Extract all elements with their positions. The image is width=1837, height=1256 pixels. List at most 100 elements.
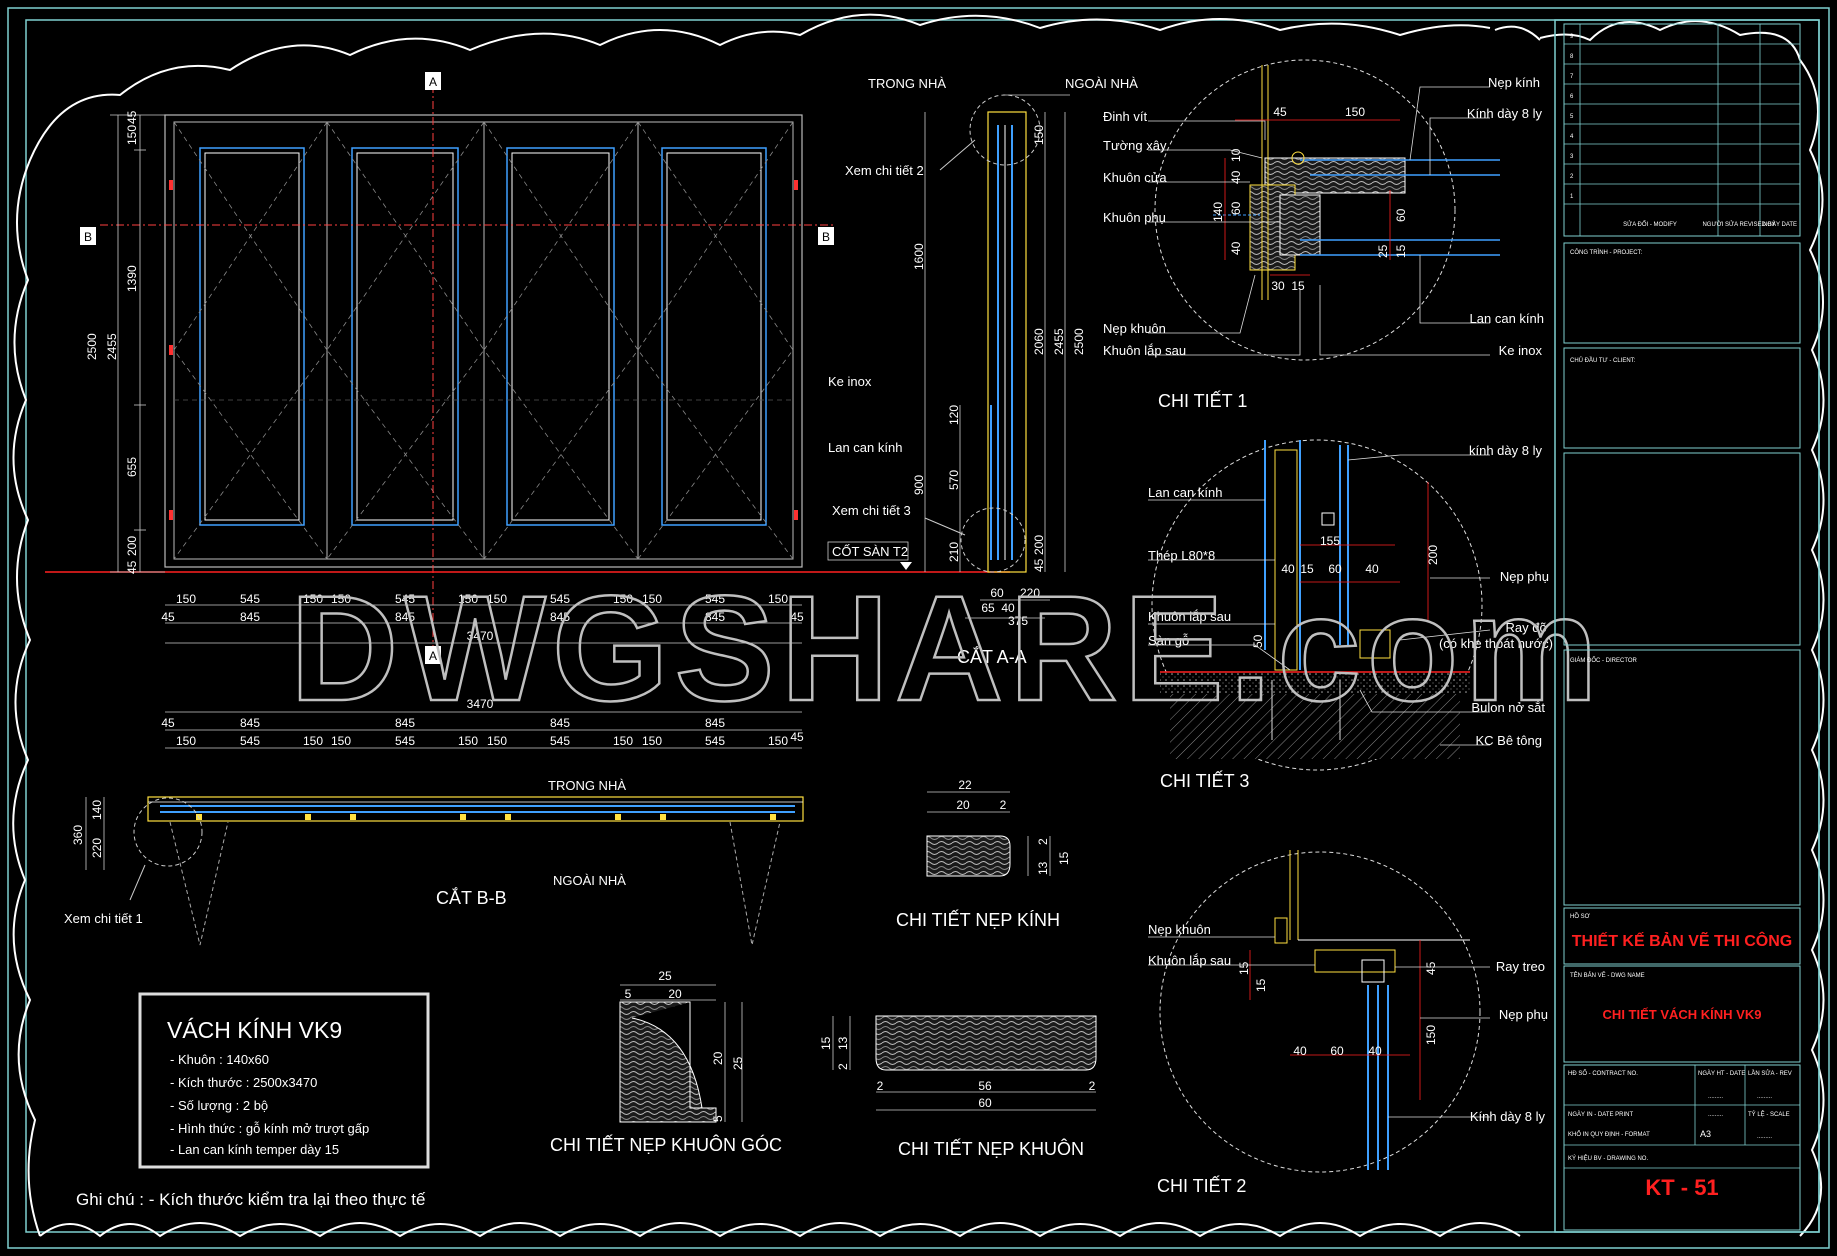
section-aa-callout-3: Xem chi tiết 3	[832, 503, 911, 518]
dim: 150	[613, 734, 633, 748]
dim: 15	[1057, 851, 1071, 865]
detail-1-label-ke-inox: Ke inox	[1499, 343, 1543, 358]
spec-box: VÁCH KÍNH VK9 - Khuôn : 140x60 - Kích th…	[138, 992, 430, 1169]
glass-pane-2	[351, 147, 459, 526]
section-b-b: 3470 45 845 845 845 845 45 150 545 150 1…	[64, 697, 804, 946]
dim: 10	[1229, 148, 1243, 162]
dim: 150	[331, 592, 351, 606]
section-bb-title: CẮT B-B	[436, 887, 507, 908]
detail-1-label-nep-kinh: Nẹp kính	[1488, 75, 1540, 90]
dim: 45	[161, 610, 175, 624]
format-label: KHỔ IN QUY ĐỊNH - FORMAT	[1568, 1131, 1650, 1138]
detail-3-label-bulon: Bulon nở sắt	[1471, 700, 1545, 715]
dim: 845	[550, 716, 570, 730]
dim: 25	[731, 1056, 745, 1070]
detail-3-label-lan-can: Lan can kính	[1148, 485, 1222, 500]
section-aa-dim-900: 900	[912, 475, 926, 495]
detail-3: 155 200 40 15 60 40 50 Lan can kính Thép…	[1148, 439, 1553, 791]
section-aa-ke-inox: Ke inox	[828, 374, 872, 389]
dim-200: 200	[125, 536, 139, 556]
dim-150-top: 150	[125, 125, 139, 145]
project-label: CÔNG TRÌNH - PROJECT:	[1570, 249, 1643, 256]
stage-value: THIẾT KẾ BẢN VẼ THI CÔNG	[1572, 930, 1792, 950]
glass-panes	[199, 147, 767, 526]
dim: 150	[458, 734, 478, 748]
glass-pane-4	[661, 147, 767, 526]
dim-2500: 2500	[85, 333, 99, 360]
section-aa-dim-1600: 1600	[912, 243, 926, 270]
dim: 13	[1036, 861, 1050, 875]
section-aa-dim-570: 570	[947, 470, 961, 490]
section-bb-dim-220: 220	[90, 838, 104, 858]
section-aa-callout-top	[969, 94, 1041, 166]
print-date-label: NGÀY IN - DATE PRINT	[1568, 1111, 1633, 1118]
rev-header-modify: SỬA ĐỔI - MODIFY	[1623, 221, 1677, 228]
dim: 15	[1394, 244, 1408, 258]
detail-nep-kinh: 22 20 2 2 13 15 CHI TIẾT NẸP KÍNH	[896, 778, 1071, 930]
dim: 5	[625, 987, 632, 1001]
elevation-outer-frame	[164, 114, 803, 568]
dim: 20	[956, 798, 970, 812]
dim: 15	[1300, 562, 1314, 576]
revision-cloud	[12, 13, 1825, 1237]
scale-placeholder: .........	[1757, 1134, 1772, 1140]
dim: 22	[958, 778, 972, 792]
detail-3-title: CHI TIẾT 3	[1160, 770, 1249, 791]
section-aa-outside-label: NGOÀI NHÀ	[1065, 76, 1138, 91]
dim: 845	[395, 610, 415, 624]
dim: 545	[550, 734, 570, 748]
detail-3-label-khuon-lap-sau: Khuôn lắp sau	[1148, 609, 1231, 624]
dim: 545	[705, 734, 725, 748]
dim: 20	[668, 987, 682, 1001]
spec-line-1: - Khuôn : 140x60	[170, 1052, 269, 1067]
dim: 150	[487, 592, 507, 606]
client-label: CHỦ ĐẦU TƯ - CLIENT:	[1570, 357, 1636, 364]
elevation-left-dims: 45 150 1390 655 200 45 2500 2455	[85, 110, 139, 574]
dim: 2	[1089, 1079, 1096, 1093]
section-bb-frame	[147, 796, 804, 822]
scale-label: TỶ LỆ - SCALE	[1748, 1110, 1790, 1118]
section-aa-callout-2: Xem chi tiết 2	[845, 163, 924, 178]
dim: 45	[790, 730, 804, 744]
dim: 845	[240, 716, 260, 730]
dim: 60	[978, 1096, 992, 1110]
dim: 25	[658, 969, 672, 983]
dim-1390: 1390	[125, 265, 139, 292]
dim: 545	[240, 592, 260, 606]
dim: 545	[395, 592, 415, 606]
section-bb-dims-row1: 45 845 845 845 845 45	[161, 716, 804, 744]
section-aa-dim-375: 375	[1008, 614, 1028, 628]
detail-1-label-kinh: Kính dày 8 ly	[1467, 106, 1543, 121]
dim: 845	[550, 610, 570, 624]
dim: 15	[1291, 279, 1305, 293]
rev-label: LẦN SỬA - REV	[1748, 1070, 1792, 1077]
dim: 150	[613, 592, 633, 606]
section-bb-callout	[133, 797, 203, 867]
detail-1-label-dinh-vit: Đinh vít	[1103, 109, 1147, 124]
section-mark-b-left: B	[84, 230, 92, 244]
dim: 150	[642, 734, 662, 748]
dim: 140	[1211, 202, 1225, 222]
section-a-a: TRONG NHÀ NGOÀI NHÀ Xem chi tiết 2 Ke in…	[827, 76, 1138, 667]
dim: 5	[711, 1115, 725, 1122]
section-aa-dim-200: 200	[1032, 535, 1046, 555]
detail-3-label-khe-thoat-nuoc: (có khe thoát nước)	[1439, 636, 1553, 651]
rev-placeholder: .........	[1757, 1094, 1772, 1100]
section-aa-dim-2455: 2455	[1052, 328, 1066, 355]
section-mark-a-bottom: A	[429, 649, 437, 663]
dim: 15	[819, 1036, 833, 1050]
detail-1-label-lan-can: Lan can kính	[1470, 311, 1544, 326]
spec-line-5: - Lan can kính temper dày 15	[170, 1142, 339, 1157]
detail-2-label-khuon-lap-sau: Khuôn lắp sau	[1148, 953, 1231, 968]
detail-3-label-kc-be-tong: KC Bê tông	[1476, 733, 1543, 748]
dim: 45	[1273, 105, 1287, 119]
dim: 2	[1000, 798, 1007, 812]
contract-label: HĐ SỐ - CONTRACT NO.	[1568, 1070, 1638, 1077]
rev-header-date: NGÀY DATE	[1763, 221, 1797, 228]
rev-no: 3	[1570, 154, 1574, 160]
dim: 2	[836, 1063, 850, 1070]
section-bb-dim-360: 360	[71, 825, 85, 845]
dim: 150	[331, 734, 351, 748]
dim: 845	[705, 610, 725, 624]
detail-3-label-san-go: Sàn gỗ	[1148, 633, 1189, 648]
